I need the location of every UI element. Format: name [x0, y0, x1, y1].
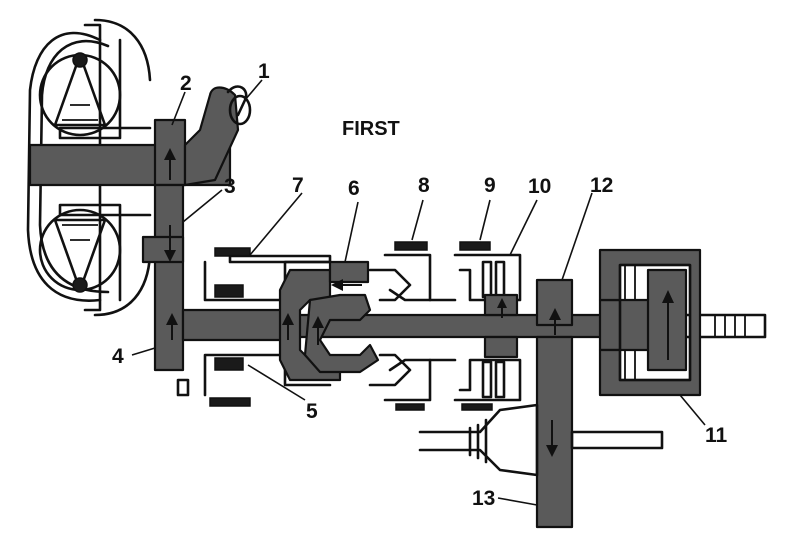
part-label-8: 8: [418, 174, 430, 197]
flow-arrow-left-6: [331, 279, 362, 291]
part-label-6: 6: [348, 177, 360, 200]
flow-arrow-up-9: [497, 298, 507, 318]
diagram-title: FIRST: [342, 118, 400, 140]
part-label-1: 1: [258, 60, 270, 83]
clutch-9-10: [453, 241, 522, 411]
flow-arrow-up-shaft: [282, 313, 294, 340]
flow-arrow-up-planet: [312, 316, 324, 345]
part-label-9: 9: [484, 174, 496, 197]
part-label-3: 3: [224, 175, 236, 198]
reaction-drum-11: [598, 248, 702, 397]
part-label-13: 13: [472, 487, 495, 510]
part-label-7: 7: [292, 174, 304, 197]
part-label-4: 4: [112, 345, 124, 368]
drive-shaft-13: [418, 335, 664, 529]
part-label-12: 12: [590, 174, 613, 197]
planetary-set-6: [278, 260, 412, 387]
part-label-5: 5: [306, 400, 318, 423]
leader-lines: [131, 79, 706, 506]
torque-converter: [26, 18, 152, 317]
flow-arrow-up-2: [164, 148, 176, 180]
part-label-10: 10: [528, 175, 551, 198]
power-flow-arrows: [164, 148, 674, 457]
flow-arrow-up-12: [549, 308, 561, 335]
transfer-shaft: [141, 183, 190, 397]
part-label-11: 11: [705, 424, 728, 447]
part-label-2: 2: [180, 72, 192, 95]
flow-arrow-up-11: [662, 290, 674, 360]
brake-8: [383, 241, 457, 411]
flow-arrow-down-3: [164, 225, 176, 262]
flow-arrow-down-13: [546, 420, 558, 457]
flow-arrow-up-4: [166, 313, 178, 340]
